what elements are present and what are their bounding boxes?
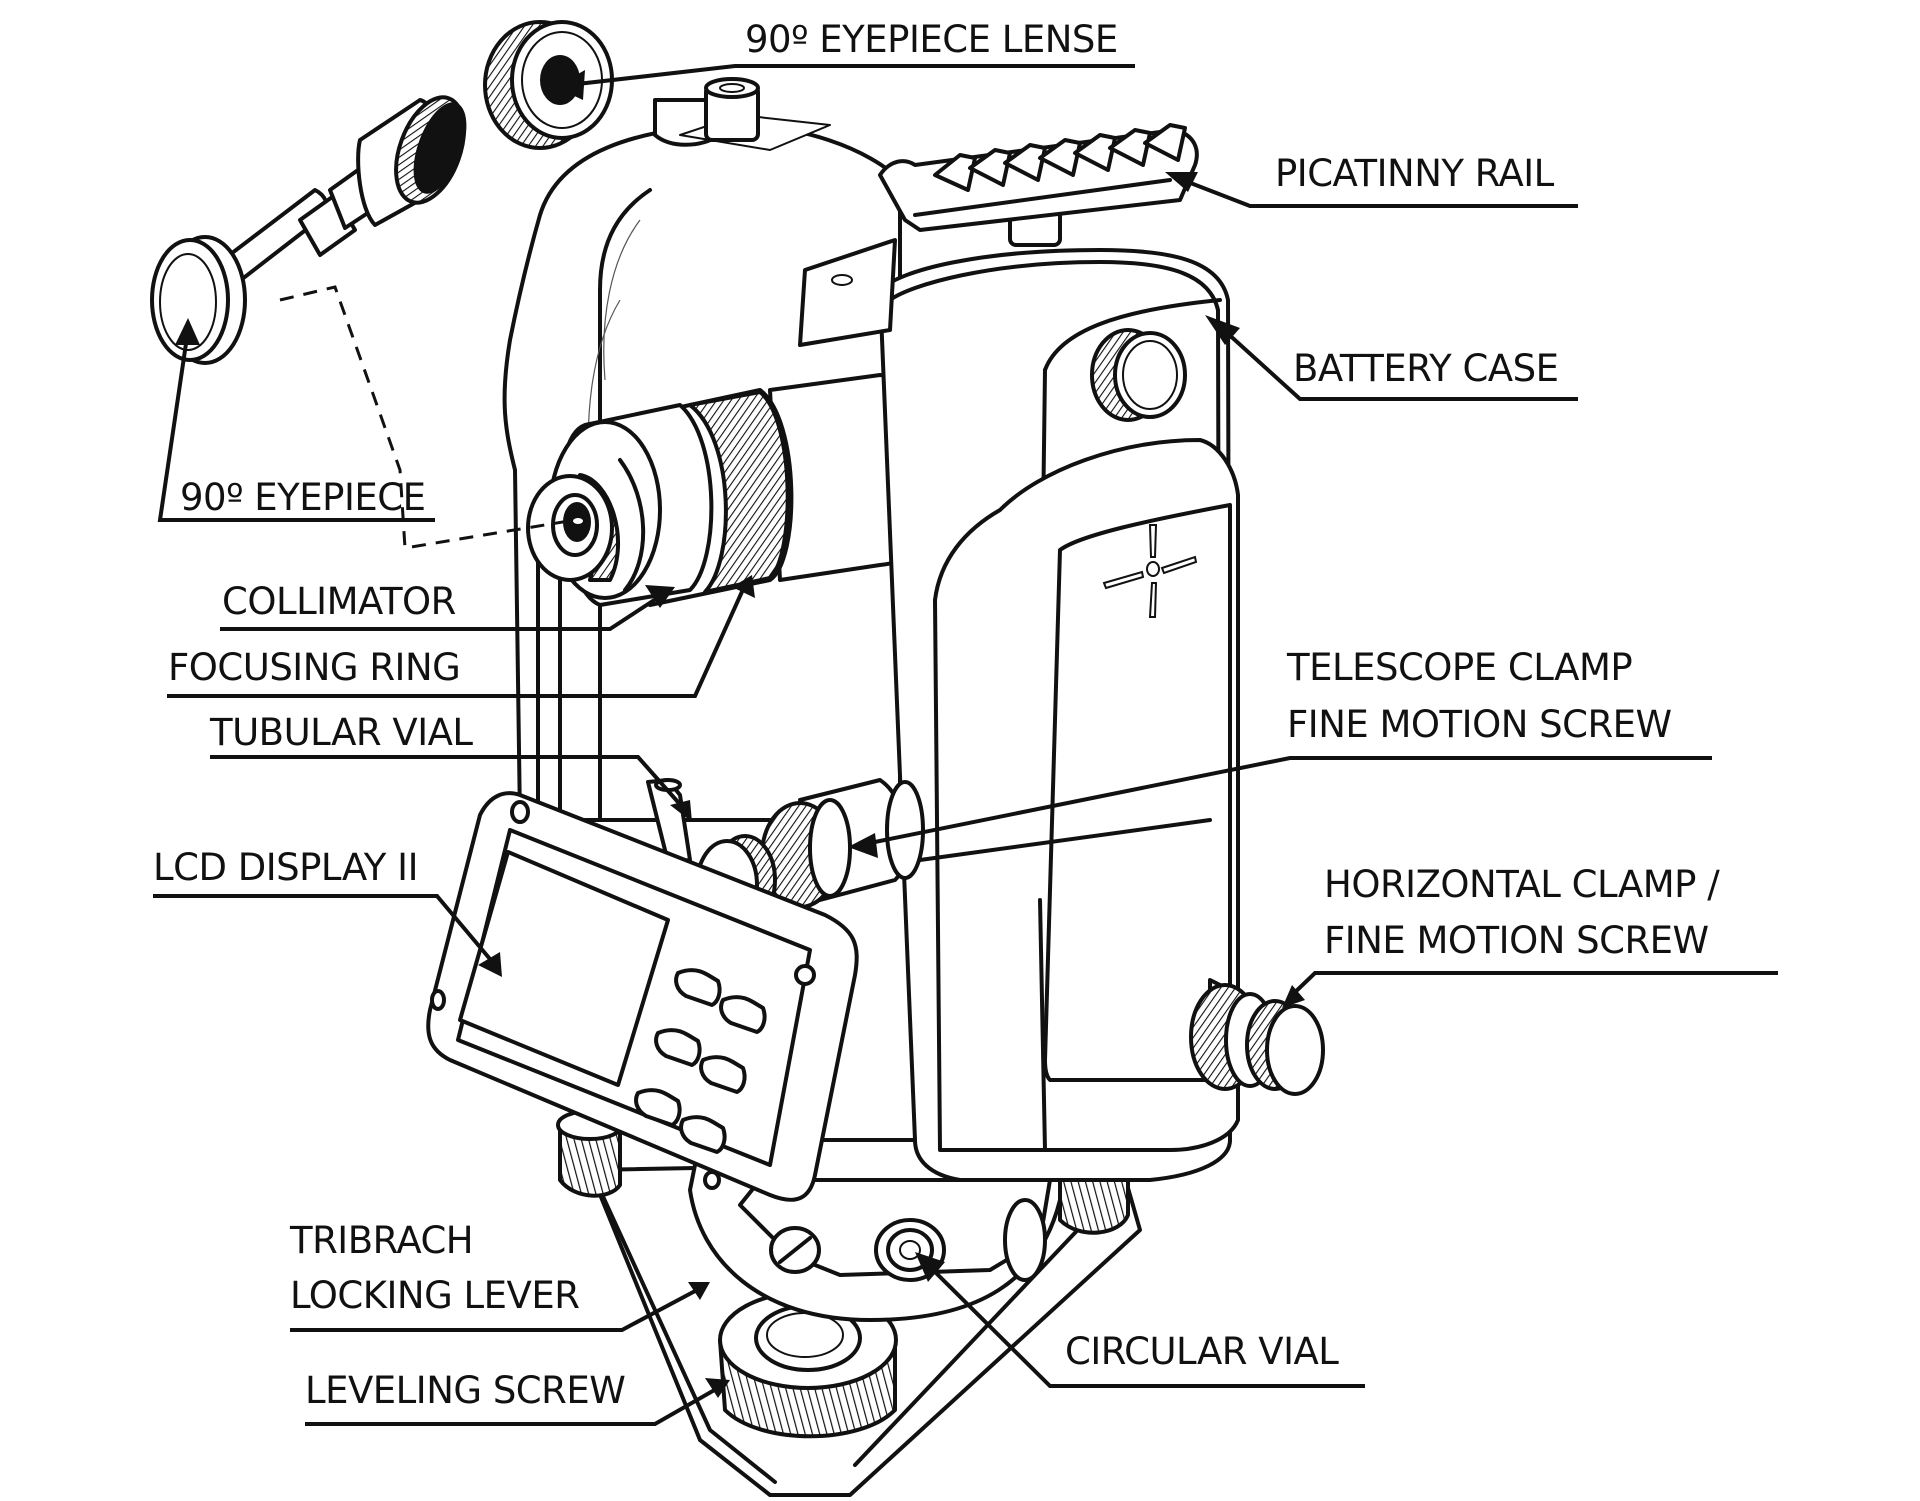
label-leveling-screw: LEVELING SCREW	[305, 1369, 625, 1412]
arrowhead-leveling	[705, 1378, 730, 1398]
lcd-display-unit	[426, 791, 859, 1202]
label-battery-case: BATTERY CASE	[1293, 347, 1558, 390]
top-knob-left	[653, 77, 831, 151]
label-lcd-display: LCD DISPLAY II	[153, 846, 418, 889]
arrowhead-battery	[1205, 315, 1240, 345]
horizontal-clamp-shape	[1189, 978, 1325, 1096]
label-eyepiece-90: 90º EYEPIECE	[180, 476, 425, 519]
label-eyepiece-lense: 90º EYEPIECE LENSE	[745, 18, 1118, 61]
reticle-mark	[1102, 524, 1198, 618]
label-telescope-clamp-line1: TELESCOPE CLAMP	[1286, 646, 1632, 689]
arrowhead-collimator	[645, 585, 675, 608]
arrowhead-picatinny	[1165, 172, 1198, 192]
label-tubular-vial: TUBULAR VIAL	[209, 711, 473, 754]
right-standard	[878, 248, 1240, 1182]
battery-case-knob	[1090, 328, 1187, 422]
eyepiece-dashed-link	[279, 285, 576, 550]
arrowhead-horizontal-clamp	[1282, 985, 1305, 1008]
arrowhead-eyepiece-90	[175, 318, 200, 345]
label-horizontal-clamp-line1: HORIZONTAL CLAMP /	[1324, 863, 1720, 906]
arrowhead-circular-vial	[915, 1252, 945, 1282]
label-focusing-ring: FOCUSING RING	[168, 646, 460, 689]
arrowhead-telescope-clamp	[848, 833, 878, 858]
picatinny-rail-shape	[798, 123, 1199, 347]
arrowhead-focusing	[732, 575, 755, 598]
eyepiece-lense-part	[483, 20, 614, 150]
label-circular-vial: CIRCULAR VIAL	[1065, 1330, 1339, 1373]
label-tribrach-line2: LOCKING LEVER	[290, 1274, 579, 1317]
label-collimator: COLLIMATOR	[222, 580, 456, 623]
telescope-eyepiece	[526, 473, 620, 582]
label-horizontal-clamp-line2: FINE MOTION SCREW	[1324, 919, 1709, 962]
label-tribrach-line1: TRIBRACH	[289, 1219, 473, 1262]
arrowhead-eyepiece-lense	[555, 70, 585, 100]
keypad	[634, 968, 767, 1154]
labels: 90º EYEPIECE LENSE PICATINNY RAIL BATTER…	[153, 18, 1721, 1412]
eyepiece-90-part	[150, 95, 467, 365]
arrowhead-tribrach	[688, 1282, 710, 1300]
leader-lines	[153, 64, 1778, 1426]
arrowhead-lcd	[478, 952, 502, 977]
label-picatinny-rail: PICATINNY RAIL	[1275, 152, 1555, 195]
theodolite-illustration	[150, 20, 1325, 1497]
label-telescope-clamp-line2: FINE MOTION SCREW	[1287, 703, 1672, 746]
leveling-screw-front	[718, 1290, 898, 1439]
arrowhead-tubular	[670, 800, 692, 822]
